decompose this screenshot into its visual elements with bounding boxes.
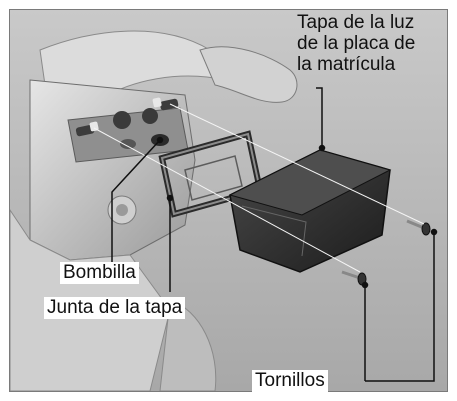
mount-boss-hole bbox=[116, 204, 128, 216]
leader-gasket-dot bbox=[166, 194, 174, 202]
leader-cover-dot bbox=[318, 144, 326, 152]
leader-screw-upper-dot bbox=[430, 228, 438, 236]
lever-part bbox=[199, 46, 298, 103]
label-cover-line-3: la matrícula bbox=[297, 54, 396, 75]
leader-screw-lower-dot bbox=[361, 281, 369, 289]
bulb-socket-lower bbox=[120, 139, 136, 149]
socket-right bbox=[142, 108, 158, 124]
assembly-guides bbox=[93, 103, 425, 273]
label-gasket: Junta de la tapa bbox=[44, 297, 186, 319]
leader-cover bbox=[316, 87, 323, 148]
label-cover: Tapa de la luz de la placa de la matrícu… bbox=[297, 12, 415, 75]
socket-left bbox=[113, 111, 131, 129]
license-light-illustration bbox=[10, 10, 447, 391]
leader-screw-upper bbox=[365, 232, 435, 382]
screw-upper bbox=[406, 219, 431, 236]
leader-bulb-dot bbox=[156, 136, 164, 144]
label-bulb: Bombilla bbox=[60, 262, 139, 284]
leader-bulb bbox=[111, 139, 161, 262]
label-cover-line-1: Tapa de la luz bbox=[297, 12, 415, 33]
post-right bbox=[152, 97, 179, 111]
illustration-frame bbox=[9, 9, 448, 392]
label-screws: Tornillos bbox=[252, 370, 328, 392]
label-cover-line-2: de la placa de bbox=[297, 33, 416, 54]
leader-lines bbox=[111, 87, 438, 382]
